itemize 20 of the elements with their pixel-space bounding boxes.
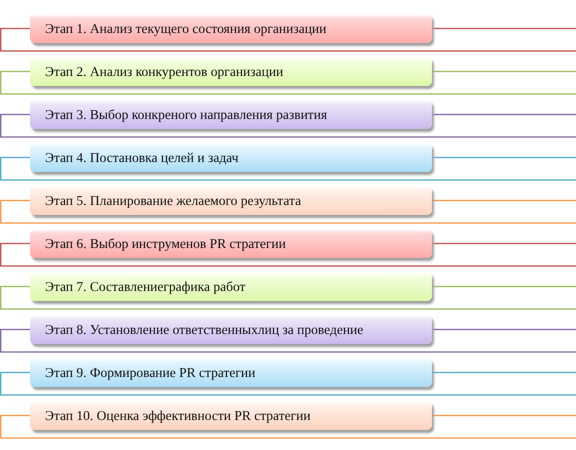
stage-box xyxy=(30,272,432,301)
stage-label: Этап 2. Анализ конкурентов организации xyxy=(45,64,284,80)
stage-label: Этап 3. Выбор конкреного направления развития xyxy=(45,106,328,122)
stage-box xyxy=(30,186,432,215)
stage-box xyxy=(30,100,432,129)
stage-box xyxy=(30,358,432,387)
stage-label: Этап 9. Формирование PR стратегии xyxy=(45,364,256,380)
stage-box xyxy=(30,229,432,258)
stage-box xyxy=(30,315,432,344)
stage-box xyxy=(30,57,432,86)
stage-label: Этап 5. Планирование желаемого результата xyxy=(45,192,302,208)
stage-box xyxy=(30,143,432,172)
stage-box xyxy=(30,14,432,43)
stage-label: Этап 6. Выбор инструменов PR стратегии xyxy=(45,236,286,252)
stage-box xyxy=(30,401,432,430)
stage-label: Этап 1. Анализ текущего состояния организации xyxy=(45,20,326,36)
stage-label: Этап 10. Оценка эффективности PR стратегии xyxy=(45,408,311,424)
stage-label: Этап 8. Установление ответственныхлиц за проведение xyxy=(45,322,364,338)
stage-label: Этап 4. Постановка целей и задач xyxy=(45,150,238,166)
stage-label: Этап 7. Составлениеграфика работ xyxy=(45,278,246,294)
